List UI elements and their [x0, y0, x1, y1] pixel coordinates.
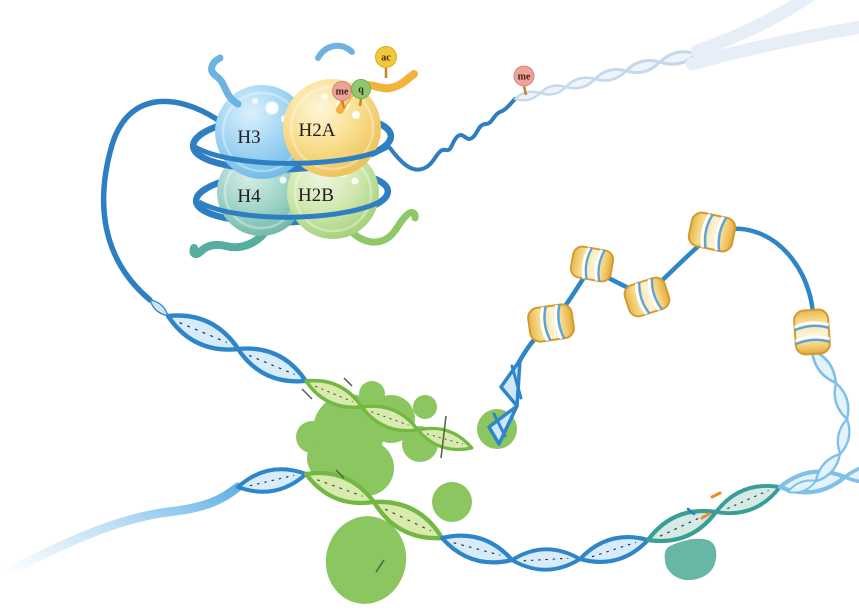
histone-tail-h4 — [189, 224, 272, 259]
teal-protein-blob — [664, 538, 717, 581]
histone-label-h2b: H2B — [298, 185, 334, 206]
helix-segment — [233, 339, 310, 391]
histone-label-h3: H3 — [237, 127, 260, 148]
helix-segment-pale — [512, 88, 543, 104]
me-label: me — [336, 87, 349, 98]
dna-left-arc-strand — [100, 98, 221, 303]
dna-me-label: me — [518, 72, 531, 83]
dna-helix-right-side — [785, 345, 854, 498]
helix-segment — [509, 546, 582, 573]
helix-segment — [163, 305, 243, 359]
histone-tail-back — [315, 42, 355, 61]
helix-segment-light — [829, 380, 854, 423]
ac-label: ac — [381, 53, 391, 64]
blob — [413, 395, 437, 419]
nucleosome-bead — [792, 307, 832, 357]
dna-wrap-lower-front — [197, 195, 388, 220]
helix-segment-pale — [623, 55, 663, 78]
dna-squiggle-strand — [388, 97, 517, 172]
dna-me-ball — [513, 65, 535, 87]
ac-ball — [375, 46, 397, 68]
chromatin-beads-on-string — [516, 209, 854, 498]
helix-segment-light — [833, 416, 854, 457]
separated-strand-2 — [685, 20, 859, 71]
q-label: q — [358, 85, 364, 96]
dna-unwinding-zigzag — [487, 358, 523, 446]
tail-modification-ac: ac — [375, 46, 397, 78]
nucleosome-bead — [525, 301, 577, 345]
helix-segment-teal — [710, 475, 786, 524]
nucleosome-bead — [567, 243, 617, 285]
nucleosome: me q ac H3 H2A H4 H2B — [189, 42, 419, 259]
histone-label-h2a: H2A — [299, 120, 336, 141]
helix-segment — [577, 530, 651, 569]
dna-wrap-upper-front — [193, 143, 391, 166]
helix-segment-pale — [592, 64, 629, 86]
blob — [307, 434, 355, 482]
helix-segment-light — [842, 460, 859, 488]
histone-tail-h2b — [342, 209, 419, 246]
separated-strand-1 — [690, 0, 815, 58]
blob — [359, 381, 385, 407]
blob-large — [325, 516, 407, 604]
helix-segment — [439, 527, 516, 570]
tail-modification-q: q — [351, 79, 371, 107]
helix-segment — [234, 461, 311, 500]
dna-methylation-mark: me — [513, 65, 535, 96]
q-ball — [351, 79, 371, 99]
nucleosome-bead — [620, 273, 674, 321]
protein-complex-blobs — [296, 381, 517, 604]
teal-helix-marks — [686, 491, 722, 520]
helix-segment-pale — [537, 81, 568, 99]
dna-open-helix-top-right — [512, 0, 859, 104]
helix-segment-pale — [563, 73, 598, 93]
blob — [432, 482, 472, 522]
histone-tail-h3 — [208, 54, 242, 108]
histone-label-h4: H4 — [237, 186, 261, 207]
dna-ribbon-bottom-left — [3, 482, 243, 577]
